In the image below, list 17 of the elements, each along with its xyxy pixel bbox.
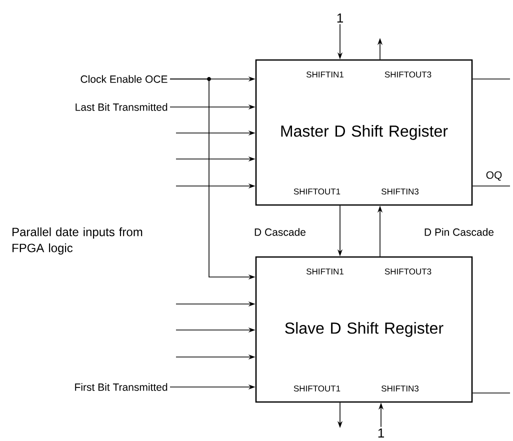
signal-label: Clock Enable OCE <box>80 75 168 83</box>
pin-label: SHIFTIN3 <box>382 386 419 392</box>
note: Parallel date inputs from FPGA logic <box>12 227 142 255</box>
signal-label: Last Bit Transmitted <box>76 103 168 111</box>
pin-label: SHIFTOUT3 <box>384 72 432 78</box>
pin-label: SHIFTIN3 <box>382 188 419 194</box>
edge-label: D Cascade <box>252 226 308 238</box>
edge-label: D Pin Cascade <box>422 226 496 238</box>
input-value: 1 <box>337 14 343 22</box>
pin-label: SHIFTOUT1 <box>294 386 340 392</box>
pin-label: SHIFTOUT1 <box>294 188 340 194</box>
signal-label: First Bit Transmitted <box>75 383 168 391</box>
pin-label: SHIFTIN1 <box>306 72 344 78</box>
pin-label: SHIFTOUT3 <box>384 268 432 274</box>
edge-label: OQ <box>484 170 504 182</box>
input-value: 1 <box>378 428 384 438</box>
pin-label: SHIFTIN1 <box>306 268 344 274</box>
